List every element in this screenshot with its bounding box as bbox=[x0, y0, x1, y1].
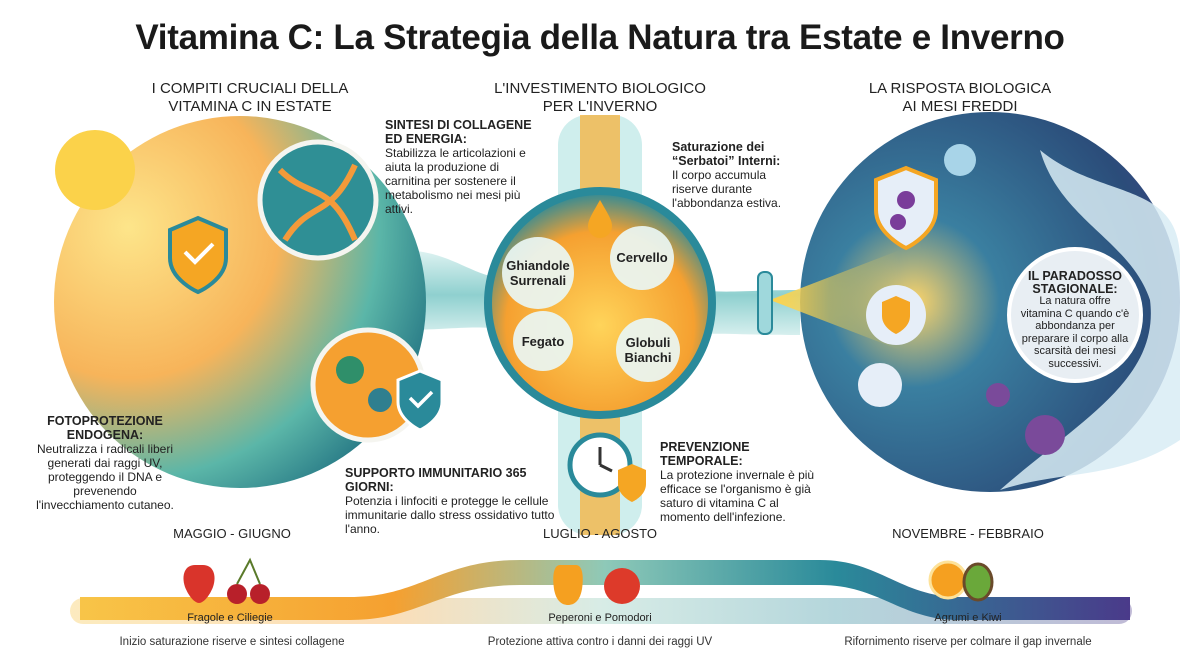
heading-line: L'INVESTIMENTO BIOLOGICO bbox=[494, 80, 706, 97]
strawberry-icon bbox=[183, 565, 215, 603]
shield-check-icon bbox=[396, 369, 444, 432]
pepper-icon bbox=[553, 565, 583, 605]
note-supporto: SUPPORTO IMMUNITARIO 365 GIORNI: Potenzi… bbox=[345, 466, 565, 536]
organ-globuli-bianchi: Globuli Bianchi bbox=[612, 335, 684, 365]
timeline-foods: Agrumi e Kiwi bbox=[934, 612, 1002, 624]
note-title: PREVENZIONE TEMPORALE: bbox=[660, 440, 750, 468]
virus-icon bbox=[1025, 415, 1065, 455]
note-title: ENDOGENA: bbox=[66, 428, 144, 442]
organ-label: Cervello bbox=[616, 250, 668, 265]
note-collagene: SINTESI DI COLLAGENE ED ENERGIA: Stabili… bbox=[385, 118, 535, 216]
paradox-bubble bbox=[1007, 247, 1143, 383]
kiwi-icon bbox=[962, 562, 994, 602]
timeline-foods: Fragole e Ciliegie bbox=[187, 612, 273, 624]
heading-line: AI MESI FREDDI bbox=[902, 98, 1018, 115]
note-fotoprotezione: FOTOPROTEZIONE ENDOGENA: Neutralizza i r… bbox=[30, 414, 180, 512]
note-text: La natura offre vitamina C quando c'è ab… bbox=[1020, 295, 1130, 370]
note-title: ED ENERGIA: bbox=[385, 132, 467, 146]
note-title: SINTESI DI COLLAGENE bbox=[385, 118, 532, 132]
tomato-icon bbox=[604, 568, 640, 604]
timeline-foods: Peperoni e Pomodori bbox=[548, 612, 652, 624]
heading-line: I COMPITI CRUCIALI DELLA bbox=[151, 80, 349, 97]
note-saturazione: Saturazione dei “Serbatoi” Interni: Il c… bbox=[672, 140, 802, 210]
section-heading-investment: L'INVESTIMENTO BIOLOGICO PER L'INVERNO bbox=[480, 80, 720, 116]
timeline-period: LUGLIO - AGOSTO bbox=[543, 526, 657, 541]
timeline-caption: Rifornimento riserve per colmare il gap … bbox=[844, 636, 1092, 648]
organ-ghiandole-surrenali: Ghiandole Surrenali bbox=[498, 258, 578, 288]
timeline-period: NOVEMBRE - FEBBRAIO bbox=[892, 526, 1044, 541]
organ-label: Ghiandole bbox=[506, 258, 570, 273]
note-text: Neutralizza i radicali liberi generati d… bbox=[36, 442, 174, 512]
heading-line: VITAMINA C IN ESTATE bbox=[168, 98, 332, 115]
section-heading-summer: I COMPITI CRUCIALI DELLA VITAMINA C IN E… bbox=[130, 80, 370, 116]
drop-icon bbox=[588, 200, 612, 238]
section-heading-winter: LA RISPOSTA BIOLOGICA AI MESI FREDDI bbox=[840, 80, 1080, 116]
sun-icon bbox=[55, 130, 135, 210]
heading-line: PER L'INVERNO bbox=[542, 98, 658, 115]
heading-line: LA RISPOSTA BIOLOGICA bbox=[868, 80, 1052, 97]
note-title: STAGIONALE: bbox=[1032, 281, 1118, 296]
organ-label: Surrenali bbox=[509, 273, 567, 288]
note-title: Saturazione dei bbox=[672, 140, 765, 154]
note-text: Stabilizza le articolazioni e aiuta la p… bbox=[385, 146, 526, 216]
timeline-caption: Inizio saturazione riserve e sintesi col… bbox=[119, 636, 345, 648]
organ-label: Bianchi bbox=[624, 350, 672, 365]
note-title: SUPPORTO IMMUNITARIO 365 GIORNI: bbox=[345, 466, 527, 494]
note-prevenzione: PREVENZIONE TEMPORALE: La protezione inv… bbox=[660, 440, 830, 524]
page-title: Vitamina C: La Strategia della Natura tr… bbox=[135, 18, 1065, 57]
note-title: FOTOPROTEZIONE bbox=[47, 414, 163, 428]
organ-label: Fegato bbox=[521, 334, 565, 349]
note-text: La protezione invernale è più efficace s… bbox=[660, 468, 815, 524]
timeline-period: MAGGIO - GIUGNO bbox=[173, 526, 291, 541]
organ-label: Globuli bbox=[625, 335, 671, 350]
note-title: IL PARADOSSO bbox=[1028, 269, 1122, 283]
dna-collagen-bubble bbox=[257, 139, 379, 261]
timeline-caption: Protezione attiva contro i danni dei rag… bbox=[487, 636, 713, 648]
note-text: Il corpo accumula riserve durante l'abbo… bbox=[672, 168, 782, 210]
note-title: “Serbatoi” Interni: bbox=[672, 154, 781, 168]
shield-icon bbox=[168, 215, 228, 295]
note-paradosso: IL PARADOSSO STAGIONALE: La natura offre… bbox=[1020, 270, 1130, 370]
cherry-icon bbox=[227, 584, 247, 604]
note-text: Potenzia i linfociti e protegge le cellu… bbox=[345, 494, 555, 536]
light-beam bbox=[770, 250, 900, 350]
orange-icon bbox=[928, 560, 968, 600]
organ-cervello: Cervello bbox=[610, 250, 674, 265]
organ-fegato: Fegato bbox=[508, 334, 578, 349]
